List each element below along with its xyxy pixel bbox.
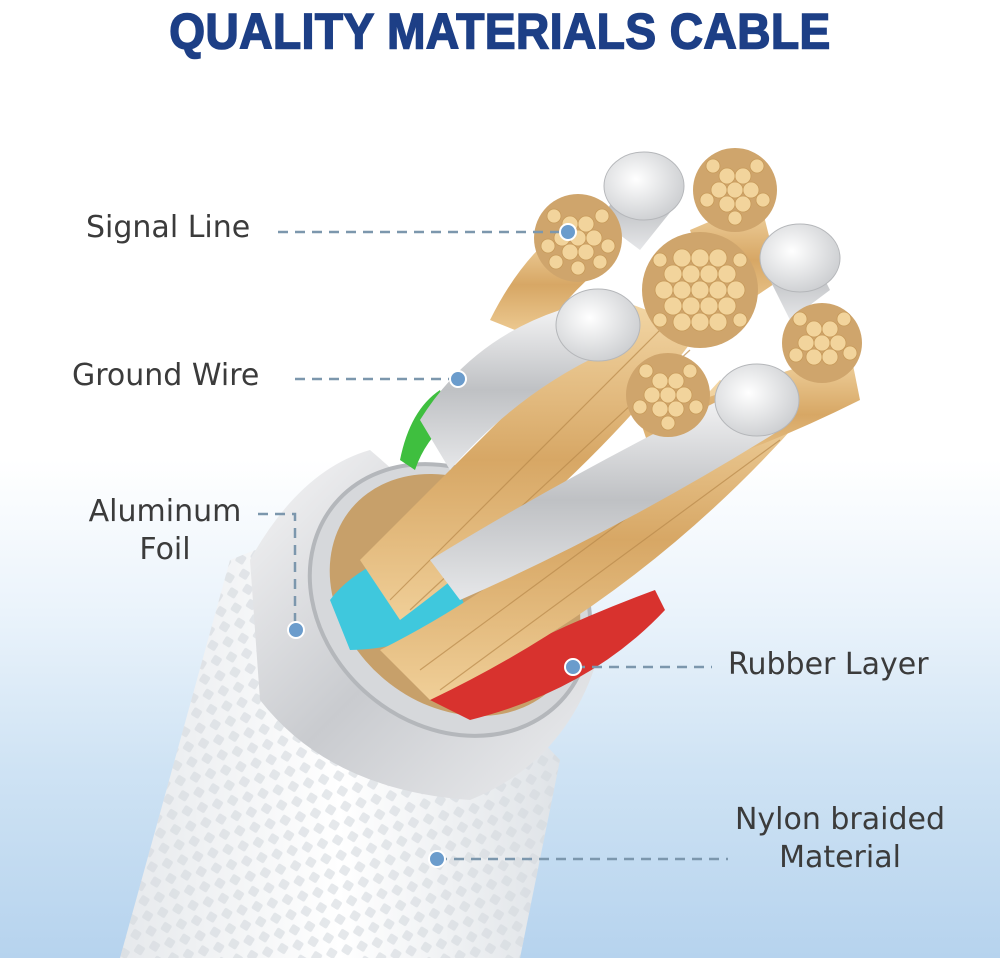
label-nylon-braided: Nylon braided Material — [724, 801, 956, 877]
strand-end-signal — [534, 194, 622, 282]
strand-end-lower — [626, 353, 710, 437]
strand-end-top — [693, 148, 777, 232]
leader-dot-foil — [287, 621, 305, 639]
label-ground-wire: Ground Wire — [72, 358, 260, 393]
label-aluminum-foil-line1: Aluminum — [88, 494, 242, 529]
silver-wires — [420, 151, 841, 600]
strand-end-right — [782, 303, 862, 383]
label-signal-line: Signal Line — [86, 210, 251, 245]
leader-line-foil — [258, 512, 297, 628]
label-rubber-layer: Rubber Layer — [728, 647, 929, 682]
label-nylon-line1: Nylon braided — [734, 802, 946, 837]
label-aluminum-foil: Aluminum Foil — [80, 493, 250, 569]
leader-lines — [258, 230, 728, 861]
leader-dot-signal — [559, 223, 577, 241]
page-title: QUALITY MATERIALS CABLE — [169, 2, 831, 60]
copper-strand-ends — [534, 148, 862, 437]
label-aluminum-foil-line2: Foil — [139, 532, 191, 567]
label-nylon-line2: Material — [779, 840, 901, 875]
leader-dots — [287, 223, 582, 868]
leader-dot-ground — [449, 370, 467, 388]
leader-dot-nylon — [428, 850, 446, 868]
leader-dot-rubber — [564, 658, 582, 676]
strand-end-center — [642, 232, 758, 348]
